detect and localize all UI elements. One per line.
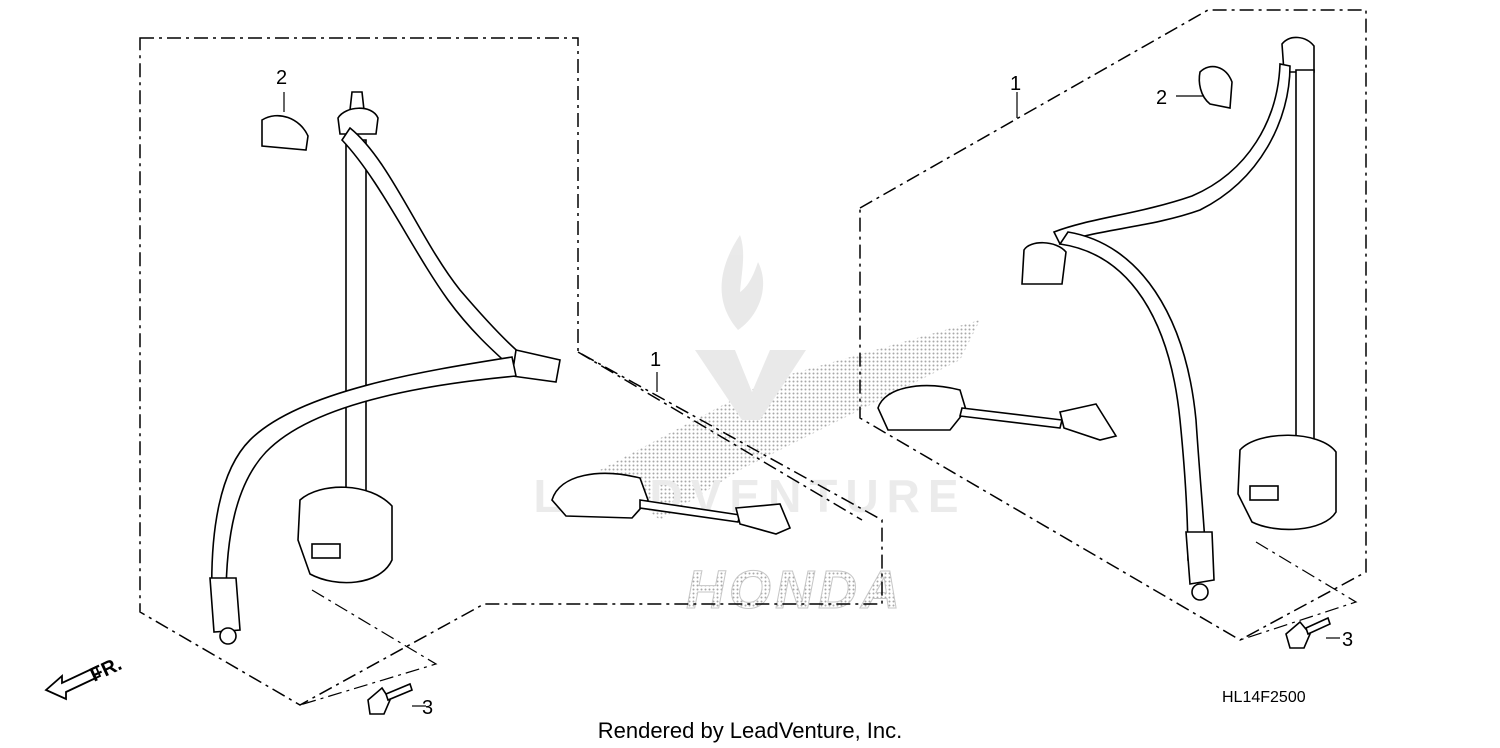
right-shoulder-belt bbox=[1052, 63, 1291, 246]
right-retractor-strap bbox=[1295, 69, 1315, 441]
watermark-v-icon bbox=[695, 350, 806, 420]
left-lower-bolt bbox=[219, 627, 237, 645]
watermark-honda-logo: HONDA bbox=[686, 560, 904, 620]
right-cap bbox=[1198, 65, 1233, 109]
right-bolt-leader-box bbox=[1239, 541, 1358, 641]
callout-right-bolt: 3 bbox=[1342, 629, 1353, 651]
left-bolt-shank bbox=[385, 682, 413, 702]
callout-right-cap: 2 bbox=[1156, 87, 1167, 109]
right-upper-anchor bbox=[1281, 36, 1315, 73]
left-lower-anchor bbox=[209, 577, 241, 633]
callout-right-harness: 1 bbox=[1010, 73, 1021, 95]
callout-center-buckle: 1 bbox=[650, 349, 661, 371]
left-assembly-boundary bbox=[139, 37, 883, 706]
right-lap-belt bbox=[1058, 231, 1207, 561]
right-tongue bbox=[1021, 241, 1067, 285]
watermark-flame-icon bbox=[721, 235, 764, 330]
right-bolt-head bbox=[1285, 620, 1311, 649]
diagram-code: HL14F2500 bbox=[1222, 689, 1306, 706]
right-buckle-cable bbox=[959, 407, 1063, 429]
right-lower-anchor bbox=[1185, 531, 1215, 585]
center-buckle-bracket bbox=[734, 503, 792, 535]
left-cap bbox=[261, 114, 309, 151]
footer-text: Rendered by LeadVenture, Inc. bbox=[598, 718, 903, 743]
front-direction-arrow: FR. bbox=[44, 653, 125, 701]
left-retractor bbox=[297, 486, 393, 584]
center-buckle-boundary bbox=[577, 351, 863, 521]
left-seat-belt-assembly bbox=[209, 91, 561, 645]
callout-left-bolt: 3 bbox=[422, 697, 433, 719]
left-shoulder-belt bbox=[340, 126, 524, 370]
center-buckle-assembly bbox=[551, 472, 792, 535]
left-retractor-strap bbox=[345, 139, 367, 496]
arrow-icon bbox=[44, 665, 102, 701]
right-retractor-label bbox=[1249, 485, 1279, 501]
left-retractor-label bbox=[311, 543, 341, 559]
left-tongue bbox=[511, 349, 561, 383]
left-bolt bbox=[367, 682, 413, 715]
watermark-wing bbox=[600, 320, 980, 520]
direction-label: FR. bbox=[87, 653, 125, 687]
right-seat-belt-assembly bbox=[877, 36, 1337, 601]
left-anchor-bolt bbox=[349, 91, 365, 111]
left-bolt-head bbox=[367, 686, 391, 715]
right-buckle-bracket bbox=[1059, 403, 1118, 441]
right-lower-bolt bbox=[1191, 583, 1209, 601]
callout-leaders bbox=[283, 92, 1340, 707]
left-bolt-leader-box bbox=[299, 589, 438, 706]
center-buckle-cable bbox=[639, 499, 742, 523]
right-retractor bbox=[1237, 434, 1337, 531]
right-assembly-boundary bbox=[859, 9, 1367, 641]
right-buckle-body bbox=[877, 384, 967, 431]
right-bolt bbox=[1285, 616, 1331, 649]
callout-left-cap: 2 bbox=[276, 67, 287, 89]
right-bolt-shank bbox=[1305, 616, 1331, 636]
left-upper-anchor bbox=[337, 107, 379, 135]
